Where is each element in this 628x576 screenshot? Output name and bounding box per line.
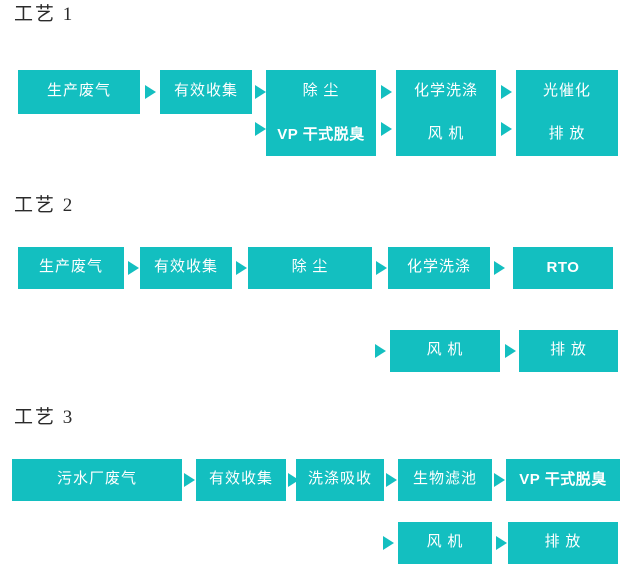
arrow-right-icon xyxy=(383,536,394,550)
node-process3-step6[interactable]: 风 机 xyxy=(398,522,492,564)
node-label: 风 机 xyxy=(426,534,464,551)
node-process2-step5[interactable]: RTO xyxy=(513,247,613,289)
node-label-line2: 排 放 xyxy=(548,125,586,142)
node-process3-step1[interactable]: 污水厂废气 xyxy=(12,459,182,501)
node-label: 化学洗涤 xyxy=(406,259,471,276)
section-title-2: 工艺 2 xyxy=(14,195,75,216)
arrow-right-icon xyxy=(255,122,266,136)
node-label: 有效收集 xyxy=(173,83,238,100)
arrow-right-icon xyxy=(505,344,516,358)
node-label: 生物滤池 xyxy=(412,471,477,488)
node-process1-step4[interactable]: 化学洗涤 风 机 xyxy=(396,70,496,156)
node-label-line1: 除 尘 xyxy=(302,82,340,99)
node-label: 生产废气 xyxy=(38,259,103,276)
node-process3-step5[interactable]: VP 干式脱臭 xyxy=(506,459,620,501)
node-process2-step3[interactable]: 除 尘 xyxy=(248,247,372,289)
node-label-line1: 化学洗涤 xyxy=(413,82,478,99)
node-process2-step1[interactable]: 生产废气 xyxy=(18,247,124,289)
node-process3-step4[interactable]: 生物滤池 xyxy=(398,459,492,501)
node-process1-step2[interactable]: 有效收集 xyxy=(160,70,252,114)
node-label-line1: 光催化 xyxy=(542,82,591,99)
node-process1-step1[interactable]: 生产废气 xyxy=(18,70,140,114)
section-title-1: 工艺 1 xyxy=(14,4,75,25)
node-process1-step5[interactable]: 光催化 排 放 xyxy=(516,70,618,156)
node-process2-step7[interactable]: 排 放 xyxy=(519,330,618,372)
arrow-right-icon xyxy=(386,473,397,487)
arrow-right-icon xyxy=(494,473,505,487)
arrow-right-icon xyxy=(496,536,507,550)
arrow-right-icon xyxy=(381,85,392,99)
arrow-right-icon xyxy=(236,261,247,275)
node-label: 生产废气 xyxy=(46,83,111,100)
node-label: 风 机 xyxy=(426,342,464,359)
arrow-right-icon xyxy=(128,261,139,275)
arrow-right-icon xyxy=(255,85,266,99)
arrow-right-icon xyxy=(501,85,512,99)
node-label: RTO xyxy=(546,259,580,277)
node-process2-step6[interactable]: 风 机 xyxy=(390,330,500,372)
node-process2-step4[interactable]: 化学洗涤 xyxy=(388,247,490,289)
node-label-line2: VP 干式脱臭 xyxy=(277,125,365,143)
node-label: 排 放 xyxy=(550,342,587,359)
node-label: 污水厂废气 xyxy=(56,471,137,488)
arrow-right-icon xyxy=(376,261,387,275)
arrow-right-icon xyxy=(145,85,156,99)
node-label: 除 尘 xyxy=(291,259,329,276)
node-process3-step3[interactable]: 洗涤吸收 xyxy=(296,459,384,501)
node-process1-step3[interactable]: 除 尘 VP 干式脱臭 xyxy=(266,70,376,156)
node-process3-step2[interactable]: 有效收集 xyxy=(196,459,286,501)
arrow-right-icon xyxy=(381,122,392,136)
node-process3-step7[interactable]: 排 放 xyxy=(508,522,618,564)
node-label: 有效收集 xyxy=(208,471,273,488)
node-process2-step2[interactable]: 有效收集 xyxy=(140,247,232,289)
node-label-line2: 风 机 xyxy=(427,125,465,142)
section-title-3: 工艺 3 xyxy=(14,407,75,428)
node-label: 洗涤吸收 xyxy=(307,471,372,488)
arrow-right-icon xyxy=(494,261,505,275)
arrow-right-icon xyxy=(184,473,195,487)
arrow-right-icon xyxy=(501,122,512,136)
node-label: 有效收集 xyxy=(153,259,218,276)
node-label: 排 放 xyxy=(544,534,582,551)
arrow-right-icon xyxy=(375,344,386,358)
node-label: VP 干式脱臭 xyxy=(519,471,607,489)
arrow-right-icon xyxy=(288,473,299,487)
